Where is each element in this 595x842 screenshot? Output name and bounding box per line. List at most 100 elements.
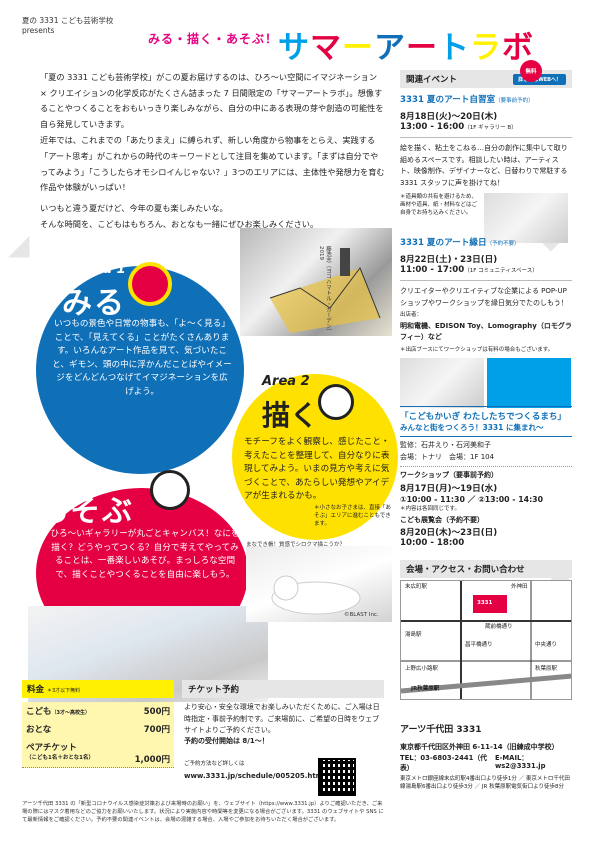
event-2-note: ＊出店ブースにてワークショップは有料の場合もございます。	[400, 346, 554, 353]
map-label-9: 中央通り	[535, 642, 558, 648]
area-2-text: モチーフをよく観察し、感じたこと・考えたことを整理して、自分なりに表現してみよう…	[244, 437, 390, 501]
intro-paragraph-3: いつもと違う夏だけど、今年の夏も楽しみたいな。	[40, 202, 228, 213]
title-char-2: ー	[342, 30, 374, 66]
event-2-date: 8月22日(土)・23日(日)	[400, 255, 498, 265]
venue-tel: TEL：03-6803-2441（代表）	[400, 754, 487, 772]
intro-paragraph-2: 近年では、これまでの「あたりまえ」に縛られず、新しい角度から物事をとらえ、実践す…	[40, 135, 385, 193]
venue-contact: TEL：03-6803-2441（代表） E-MAIL：ws2@3331.jp	[400, 752, 574, 772]
event-3-workshop-label: ワークショップ（要事前予約）	[400, 471, 498, 479]
event-self-study: 3331 夏のアート自習室（要事前予約） 8月18日(火)〜20日(木) 13:…	[400, 93, 572, 243]
event-2-exhibitors: 出店者：明和電機、EDISON Toy、Lomography（ロモグラフィー）な…	[400, 312, 572, 341]
photo-1-caption: 藤浩志（ヨコハマトル・ガーデン）2019	[318, 246, 331, 334]
event-2-title: 3331 夏のアート縁日（予約不要）	[400, 238, 520, 248]
intro-paragraph-4: そんな時間を、こどもはもちろん、おとなも一緒にぜひお楽しみください。	[40, 219, 319, 230]
ticket-detail: ご予約方法など詳しくは	[184, 761, 245, 767]
map-label-7: 蔵前橋通り	[485, 624, 513, 630]
web-details-button[interactable]: 詳しくはWEBへ！	[513, 73, 566, 85]
title-char-4: ー	[406, 30, 438, 66]
access-header: 会場・アクセス・お問い合わせ	[400, 560, 572, 578]
area-2-note: ＊小さなお子さまは、直接「あそぶ」エリアに進むこともできます。	[314, 505, 392, 527]
magnifier-icon	[128, 262, 172, 306]
drawing-character-icon	[318, 384, 354, 420]
map-illustration	[401, 581, 571, 699]
event-3-subtitle: みんなと街をつくろう！3331 に集まれ〜	[400, 423, 544, 432]
page-title: サマーアートラボ	[278, 22, 534, 67]
access-map[interactable]: 末広町駅 湯島駅 上野広小路駅 秋葉原駅 3331 外神田 蔵前橋通り 昌平橋通…	[400, 580, 572, 700]
area-3-label: Area 3	[56, 468, 104, 483]
area-1-label: Area 1	[78, 262, 126, 277]
fee-row-adult: おとな 700円	[22, 720, 174, 739]
fee-row-pair: ペアチケット （こども1名＋おとな1名）1,000円	[22, 738, 174, 768]
event-1-title: 3331 夏のアート自習室（要事前予約）	[400, 95, 534, 105]
event-2-time: 11:00 - 17:00（1F コミュニティスペース）	[400, 265, 538, 275]
playing-character-icon	[150, 470, 190, 510]
photo-3-caption: まなでき帳！質感でシロクマ描こうか？	[246, 542, 346, 548]
event-2-photo-1	[400, 357, 484, 408]
area-2-circle	[232, 374, 398, 540]
event-3-supervisor: 監修：石井えり・石河美和子	[400, 441, 491, 449]
event-1-note: ＊道具類の共有を避けるため、画材や道具、紙・材料などはご自身でお持ち込みください…	[400, 194, 478, 216]
decor-shape: ◢	[8, 228, 30, 261]
area-1-title: みる	[62, 286, 126, 321]
map-label-8: 昌平橋通り	[465, 642, 493, 648]
header-school-name: 夏の 3331 こども芸術学校	[22, 16, 114, 25]
venue-name: アーツ千代田 3331	[400, 725, 482, 735]
area-1-text: いつもの景色や日常の物事も、「よ〜く見る」ことで、「見えてくる」ことがたくさんあ…	[52, 319, 232, 397]
area-3-text: ひろ〜いギャラリーが丸ごとキャンバス！なにを描く？どうやってつくる？自分で考えて…	[50, 529, 240, 580]
title-char-5: ト	[438, 30, 470, 66]
event-3-workshop-note: ＊内容は各回同じです。	[400, 505, 460, 512]
ticket-header: チケット予約	[182, 680, 384, 698]
event-3-exhibition-label: こども展覧会（予約不要）	[400, 515, 484, 524]
area-2-title: 描く	[262, 399, 319, 432]
ticket-url[interactable]: www.3331.jp/schedule/005205.html	[184, 772, 326, 780]
event-kids-meeting: 「こどもかいぎ わたしたちでつくるまち」 みんなと街をつくろう！3331 に集ま…	[400, 406, 572, 548]
event-1-time: 13:00 - 16:00（1F ギャラリー B）	[400, 122, 517, 132]
map-label-1: 末広町駅	[405, 584, 428, 590]
event-1-photo	[484, 193, 568, 243]
area-3-title: あそぶ	[38, 494, 134, 529]
artwork-photo-3	[246, 546, 392, 622]
event-3-workshop-time: ①10:00 - 11:30 ／ ②13:00 - 14:30	[400, 494, 544, 504]
venue-directions: 東京メトロ銀座線末広町駅4番出口より徒歩1分 ／ 東京メトロ千代田線湯島駅6番出…	[400, 776, 570, 790]
map-label-venue: 3331	[477, 600, 493, 606]
header-tagline: みる・描く・あそぶ！	[148, 32, 279, 46]
related-events-title: 関連イベント	[406, 75, 458, 85]
photo-3-credit: ©BLAST Inc.	[344, 612, 379, 618]
title-char-6: ラ	[470, 30, 502, 66]
venue-email[interactable]: E-MAIL：ws2@3331.jp	[494, 754, 546, 770]
event-3-workshop-date: 8月17日(月)〜19日(水)	[400, 483, 498, 494]
map-label-4: 秋葉原駅	[535, 666, 558, 672]
map-label-6: 外神田	[511, 584, 528, 590]
fee-row-child: こども（3才〜高校生） 500円	[22, 702, 174, 721]
artwork-photo-1	[240, 228, 392, 336]
free-badge: 無料	[520, 60, 542, 82]
ticket-start: 予約の受付開始は 8/1〜！	[184, 737, 269, 745]
title-char-0: サ	[278, 30, 310, 66]
event-2-photo-2	[487, 357, 571, 408]
fee-header: 料金 ＊3才以下無料	[22, 680, 174, 698]
event-art-fair: 3331 夏のアート縁日（予約不要） 8月22日(土)・23日(日) 11:00…	[400, 236, 572, 408]
title-char-1: マ	[310, 30, 342, 66]
event-3-teacher: 会場：トナリ 会場：1F 104	[400, 452, 495, 461]
venue-info: アーツ千代田 3331 東京都千代田区外神田 6-11-14（旧練成中学校） T…	[400, 722, 574, 791]
ticket-text: より安心・安全な環境でお楽しみいただくために、ご入場は日時指定・事前予約制です。…	[184, 703, 380, 734]
area-2-label: Area 2	[262, 374, 310, 389]
event-2-description: クリエイターやクリエイティブな企業による POP-UPショップやワークショップを…	[400, 287, 568, 307]
intro-paragraph-1: 「夏の 3331 こども芸術学校」がこの夏お届けするのは、ひろ〜い空間にイマジネ…	[40, 72, 384, 129]
event-3-exhibition-date: 8月20日(木)〜23日(日)	[400, 528, 498, 538]
event-1-date: 8月18日(火)〜20日(木)	[400, 112, 498, 122]
title-char-3: ア	[374, 30, 406, 66]
map-label-2: 湯島駅	[405, 632, 422, 638]
header-presenter: 夏の 3331 こども芸術学校 presents	[22, 16, 113, 36]
map-label-10: JR秋葉原駅	[411, 686, 440, 692]
covid-notice: アーツ千代田 3331 の「新型コロナウイルス感染症対策および来場時のお願い」を…	[22, 801, 384, 823]
qr-code[interactable]	[318, 758, 356, 796]
header-presents: presents	[22, 26, 55, 35]
related-events-header: 関連イベント 詳しくはWEBへ！	[400, 70, 572, 88]
event-3-exhibition-time: 10:00 - 18:00	[400, 538, 465, 548]
artwork-illustration	[269, 248, 381, 333]
intro-text: 「夏の 3331 こども芸術学校」がこの夏お届けするのは、ひろ〜い空間にイマジネ…	[40, 70, 385, 234]
polar-bear-illustration	[271, 575, 361, 615]
map-label-3: 上野広小路駅	[405, 666, 439, 672]
event-3-title: 「こどもかいぎ わたしたちでつくるまち」	[400, 412, 567, 422]
